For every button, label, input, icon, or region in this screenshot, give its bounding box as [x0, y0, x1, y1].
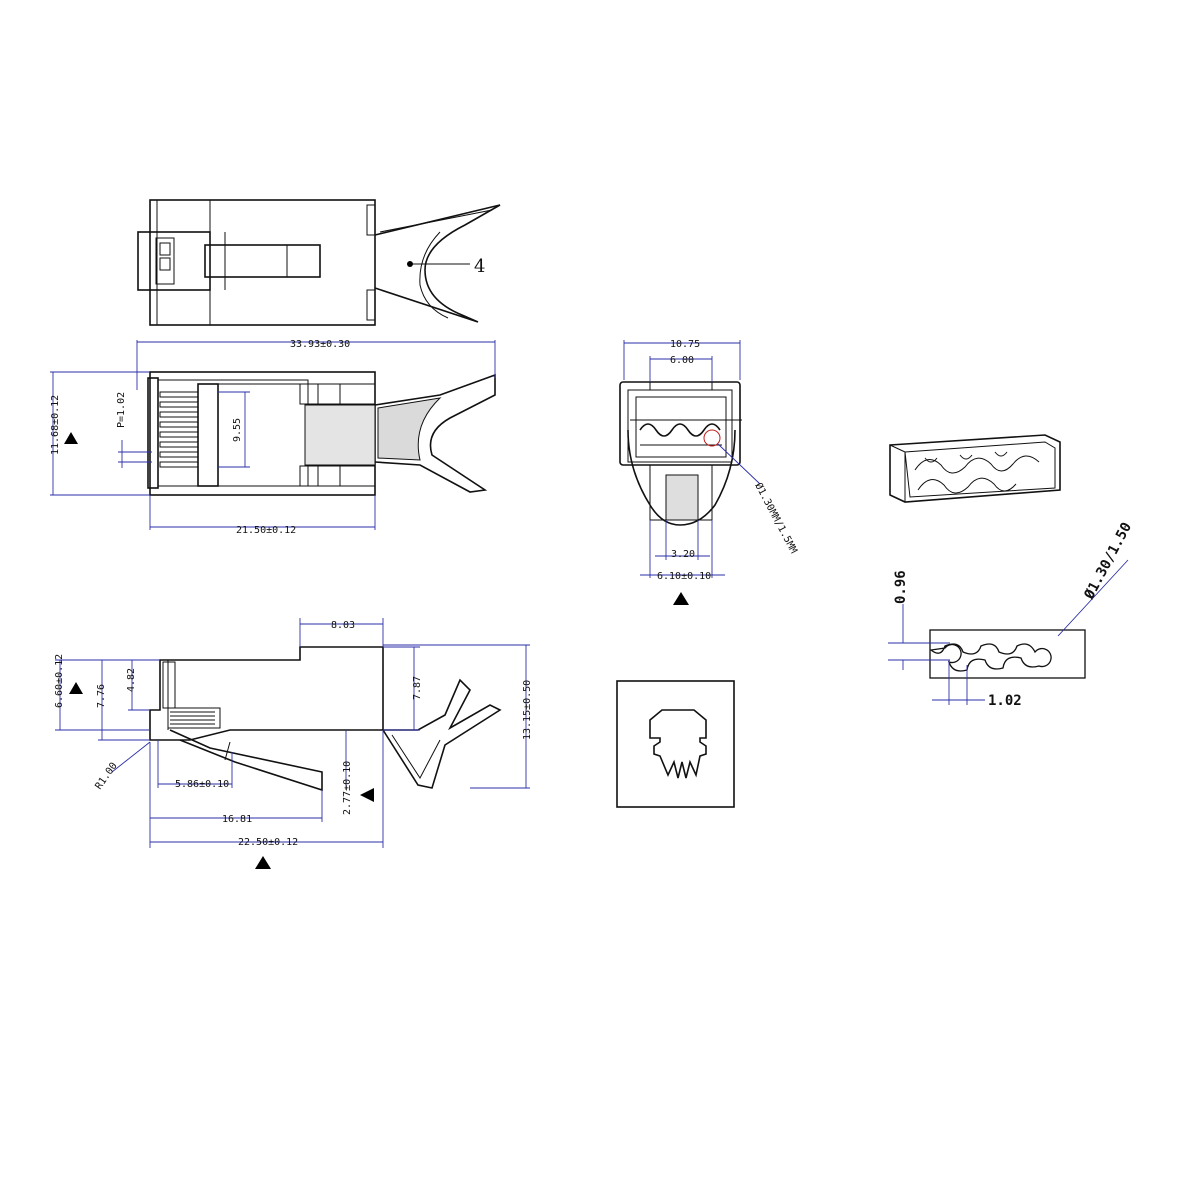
dim-latch-pos: 5.86±0.10: [175, 779, 229, 790]
dim-pitch: P=1.02: [116, 392, 127, 428]
dim-height-mid: 7.76: [96, 684, 107, 708]
plug-front-view: 33.93±0.30 11.68±0.12 P=1.02 9.55 21.50±…: [50, 339, 496, 536]
dim-latch-length: 16.81: [222, 814, 252, 825]
dim-base-width: 6.10±0.10: [657, 571, 711, 582]
callout-label: 4: [474, 256, 485, 277]
contact-slots: [159, 391, 199, 468]
dim-body-length: 22.50±0.12: [238, 837, 298, 848]
plug-side-view: 8.03 6.60±0.12 7.76 4.82 7.87 13.15±0.50…: [54, 618, 533, 869]
dim-top-length: 8.03: [331, 620, 355, 631]
plug-end-view: 10.75 6.00 Ø1.30MM/1.5MM 3.20 6.10±0.10: [619, 339, 800, 605]
dim-overall-height: 13.15±0.50: [522, 680, 533, 740]
dim-latch-width: 3.20: [671, 549, 695, 560]
dim-body-length: 21.50±0.12: [236, 525, 296, 536]
dim-overall-length: 33.93±0.30: [290, 339, 350, 350]
dim-wire-dia: Ø1.30MM/1.5MM: [752, 481, 799, 556]
dim-height-small: 4.82: [126, 668, 137, 692]
dim-width-inner: 6.00: [670, 355, 694, 366]
datum-triangle: [255, 856, 271, 869]
dim-insert-pitch: 1.02: [988, 693, 1022, 709]
insert-isometric: [889, 434, 1061, 503]
datum-triangle: [360, 788, 374, 802]
insert-front-view: Ø1.30/1.50 0.96 1.02: [888, 520, 1135, 709]
dim-width-outer: 10.75: [670, 339, 700, 350]
dim-height: 11.68±0.12: [50, 395, 61, 455]
dim-latch-thk: 2.77±0.10: [342, 761, 353, 815]
dim-boot-height: 7.87: [412, 676, 423, 700]
load-bar-detail: [616, 680, 735, 808]
dim-height-total: 6.60±0.12: [54, 654, 65, 708]
datum-triangle: [673, 592, 689, 605]
dim-row-offset: 0.96: [893, 570, 909, 604]
plug-top-view: 4: [137, 199, 501, 326]
dim-contact-span: 9.55: [232, 418, 243, 442]
datum-triangle: [64, 432, 78, 444]
datum-triangle: [69, 682, 83, 694]
dim-radius: R1.00: [93, 761, 119, 792]
